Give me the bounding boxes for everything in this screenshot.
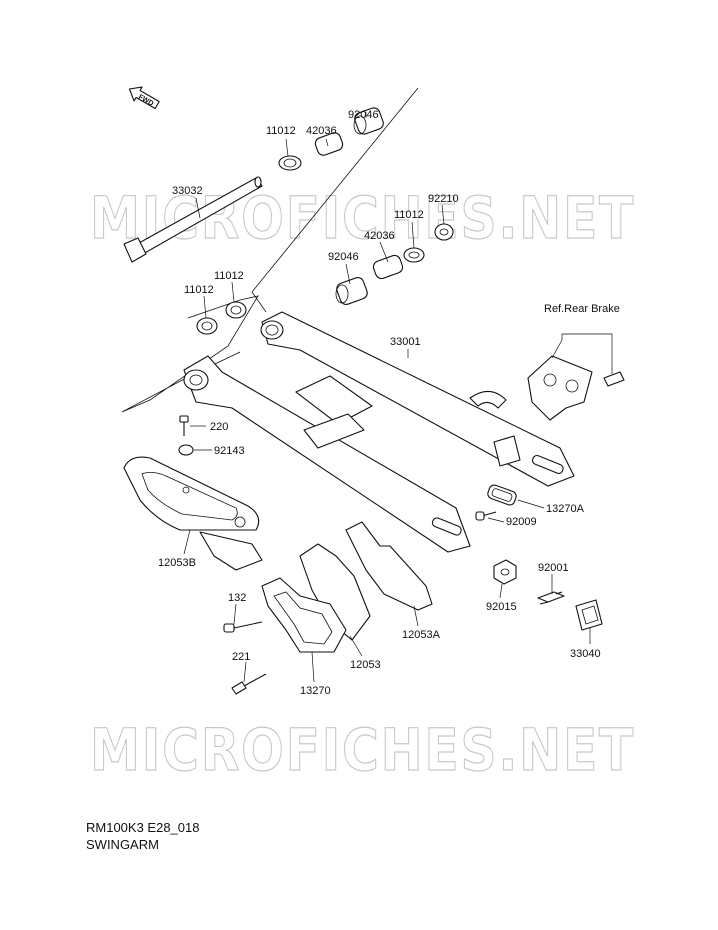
nut-92015: [493, 559, 517, 585]
chain-adjuster-plate: [487, 484, 517, 506]
bolt-132: [223, 621, 263, 633]
chain-guard-12053b: [123, 456, 263, 571]
pivot-shaft: [123, 176, 263, 263]
fwd-arrow-icon: FWD: [128, 86, 160, 110]
watermark-bottom: MICROFICHES.NET: [90, 716, 635, 784]
callout-92210: 92210: [428, 193, 459, 205]
callout-92009: 92009: [506, 516, 537, 528]
callout-labels: 92046 42036 11012 33032 92210 11012 4203…: [158, 109, 620, 697]
leader-lines: [183, 112, 591, 683]
watermark-top: MICROFICHES.NET: [90, 184, 635, 252]
callout-33032: 33032: [172, 185, 203, 197]
callout-42036-lower: 42036: [364, 230, 395, 242]
callout-92001: 92001: [538, 562, 569, 574]
callout-220: 220: [210, 421, 228, 433]
callout-221: 221: [232, 651, 250, 663]
swingarm-body: [183, 311, 575, 553]
callout-92015: 92015: [486, 601, 517, 613]
bolt-92009: [475, 511, 497, 521]
callout-11012-mid: 11012: [394, 209, 424, 221]
callout-11012-left: 11012: [184, 284, 214, 296]
fwd-label: FWD: [137, 94, 154, 108]
callout-42036-upper: 42036: [306, 125, 337, 137]
screw-92001: [537, 591, 565, 605]
callout-132: 132: [228, 592, 246, 604]
guide-plate-13270: [261, 577, 347, 653]
callout-ref-rear-brake: Ref.Rear Brake: [544, 303, 620, 315]
callout-12053: 12053: [350, 659, 381, 671]
rear-brake-bracket: [527, 333, 625, 421]
bolt-220: [179, 415, 189, 436]
model-code: RM100K3 E28_018: [86, 820, 200, 835]
callout-33040: 33040: [570, 648, 601, 660]
callout-11012-upper: 11012: [266, 125, 296, 137]
callout-92143: 92143: [214, 445, 245, 457]
screw-221: [231, 673, 267, 695]
washer-92143: [178, 444, 194, 456]
upper-bearing-group: [278, 107, 384, 171]
block-33040: [575, 599, 603, 631]
lower-bearing-group: [196, 223, 454, 335]
callout-92046-upper: 92046: [348, 109, 379, 121]
callout-11012-right: 11012: [214, 270, 244, 282]
chain-guide-12053a: [345, 521, 433, 611]
callout-33001: 33001: [390, 336, 421, 348]
section-title: SWINGARM: [86, 837, 159, 852]
callout-12053a: 12053A: [402, 629, 441, 641]
callout-13270: 13270: [300, 685, 331, 697]
callout-92046-lower: 92046: [328, 251, 359, 263]
callout-12053b: 12053B: [158, 557, 196, 569]
callout-13270a: 13270A: [546, 503, 585, 515]
